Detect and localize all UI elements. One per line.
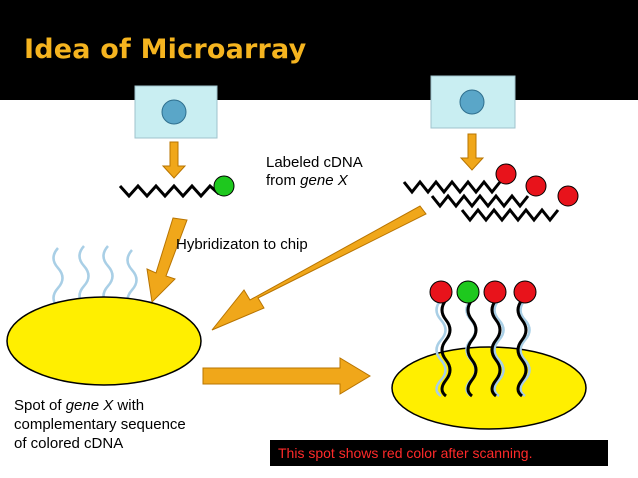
gene-x-name: gene X xyxy=(65,397,114,414)
arrow-to-result xyxy=(202,357,371,395)
cdna-strand-left xyxy=(118,183,220,199)
arrow-to-chip-right xyxy=(211,205,427,331)
spot-description-prefix: Spot of xyxy=(14,397,66,414)
left-spot xyxy=(6,296,202,386)
hybridization-label: Hybridizaton to chip xyxy=(176,236,308,253)
labeled-cdna-line1: Labeled cDNA xyxy=(266,154,363,171)
cdna-strand-right-1 xyxy=(402,179,502,195)
hybridized-strands xyxy=(440,299,528,398)
arrow-to-chip-left xyxy=(146,217,188,304)
red-label-dot xyxy=(525,175,547,197)
spot-description-line2: complementary sequence xyxy=(14,416,186,433)
right-cell xyxy=(430,75,516,129)
down-arrow-left xyxy=(161,141,187,179)
left-cell-nucleus xyxy=(161,99,187,125)
red-label-dot xyxy=(495,163,517,185)
spot-description-line1: Spot of gene X with xyxy=(14,396,186,415)
red-label-dot xyxy=(429,280,453,304)
left-cell xyxy=(134,85,218,139)
cdna-strand-right-2 xyxy=(430,193,530,209)
spot-description-suffix: with xyxy=(113,397,145,414)
right-spot xyxy=(391,346,587,430)
labeled-cdna-label: Labeled cDNA from gene X xyxy=(266,154,363,190)
right-cell-nucleus xyxy=(459,89,485,115)
title-bar xyxy=(0,0,638,100)
down-arrow-right xyxy=(459,133,485,171)
labeled-cdna-prefix: from xyxy=(266,172,301,189)
red-label-dot xyxy=(513,280,537,304)
gene-x-name: gene X xyxy=(300,172,348,189)
red-label-dot xyxy=(557,185,579,207)
red-label-dot xyxy=(483,280,507,304)
green-label-dot xyxy=(213,175,235,197)
result-note: This spot shows red color after scanning… xyxy=(270,440,608,466)
slide-title: Idea of Microarray xyxy=(24,34,307,65)
spot-description-line3: of colored cDNA xyxy=(14,435,124,452)
green-label-dot xyxy=(456,280,480,304)
labeled-cdna-line2: from gene X xyxy=(266,172,363,190)
cdna-strand-right-3 xyxy=(460,207,560,223)
spot-description: Spot of gene X with complementary sequen… xyxy=(14,396,186,453)
